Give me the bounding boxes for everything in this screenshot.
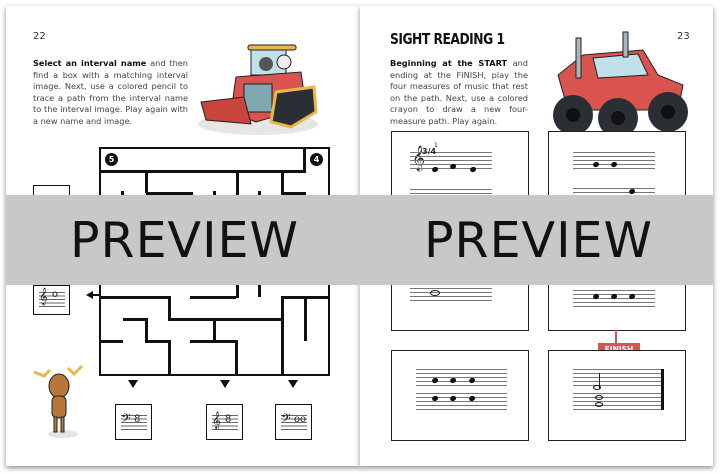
page-number-right: 23 [677, 31, 690, 42]
preview-overlay-band [6, 195, 713, 285]
maze-label-4: 4 [310, 153, 323, 166]
time-signature: 3/4 [422, 148, 436, 156]
measure-box[interactable] [391, 350, 529, 441]
instructions-bold: Select an interval name [33, 58, 147, 68]
arrow-left-icon [86, 291, 93, 299]
page-title: SIGHT READING 1 [390, 30, 505, 48]
moose-illustration [33, 364, 84, 438]
interval-box[interactable]: 𝄞8 [206, 404, 243, 440]
instructions-bold: Beginning at the START [390, 58, 508, 68]
page-number-left: 22 [33, 31, 46, 42]
instructions-text: and then find a box with a matching inte… [33, 58, 188, 126]
maze-label-5: 5 [105, 153, 118, 166]
right-instructions: Beginning at the START and ending at the… [390, 58, 528, 128]
interval-box[interactable]: 𝄢oo [275, 404, 312, 440]
measure-box-finish[interactable] [548, 350, 686, 441]
monster-truck-illustration [553, 31, 688, 138]
instructions-text: and ending at the FINISH, play the four … [390, 58, 528, 126]
arrow-down-icon [288, 380, 298, 388]
fingering: 1 [434, 142, 438, 149]
interval-box[interactable]: 𝄢8 [115, 404, 152, 440]
final-barline [661, 369, 664, 410]
bulldozer-illustration [198, 44, 318, 135]
arrow-down-icon [220, 380, 230, 388]
arrow-down-icon [128, 380, 138, 388]
preview-watermark-left: PREVIEW [70, 212, 299, 269]
left-instructions: Select an interval name and then find a … [33, 58, 188, 128]
preview-watermark-right: PREVIEW [424, 212, 653, 269]
interval-box[interactable]: 𝄞o [33, 285, 70, 315]
